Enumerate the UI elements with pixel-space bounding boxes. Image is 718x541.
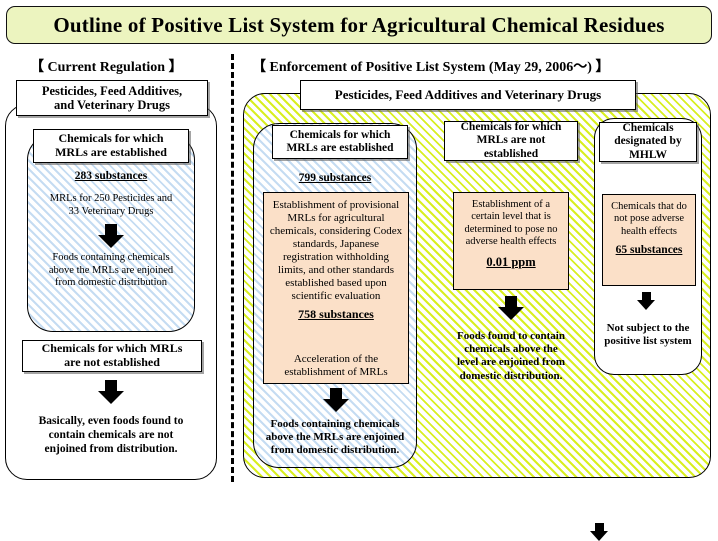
left-header-box: Pesticides, Feed Additives,and Veterinar…: [16, 80, 208, 116]
left-substances-count: 283 substances: [74, 170, 148, 182]
page-title: Outline of Positive List System for Agri…: [53, 12, 665, 37]
right-col2-detail-box: Establishment of a certain level that is…: [453, 192, 569, 290]
right-col2-detail-count: 0.01 ppm: [486, 254, 536, 269]
right-col2-detail-text: Establishment of a certain level that is…: [464, 199, 558, 248]
arrow-down-icon: [498, 296, 524, 320]
right-col1-detail-box: Establishment of provisional MRLs for ag…: [263, 192, 608, 541]
right-col1-detail-text: Establishment of provisional MRLs for ag…: [269, 199, 403, 302]
vertical-dashed-divider: [231, 54, 234, 482]
enforcement-heading: 【 Enforcement of Positive List System (M…: [252, 60, 610, 75]
arrow-down-icon: [98, 224, 124, 248]
right-col3-detail-box: Chemicals that do not pose adverse healt…: [602, 194, 696, 286]
page-title-banner: Outline of Positive List System for Agri…: [6, 6, 712, 44]
arrow-down-icon: [98, 380, 124, 404]
current-regulation-heading: 【 Current Regulation 】: [30, 60, 183, 75]
right-header-box: Pesticides, Feed Additives and Veterinar…: [300, 80, 636, 110]
arrow-down-icon: [589, 523, 609, 541]
right-col3-detail-count: 65 substances: [615, 244, 683, 257]
arrow-down-icon: [636, 292, 656, 310]
right-col3-detail-text: Chemicals that do not pose adverse healt…: [611, 201, 687, 237]
right-col1-count: 799 substances: [298, 172, 372, 184]
arrow-down-icon: [323, 388, 349, 412]
right-col1-detail-count: 758 substances: [298, 306, 374, 321]
